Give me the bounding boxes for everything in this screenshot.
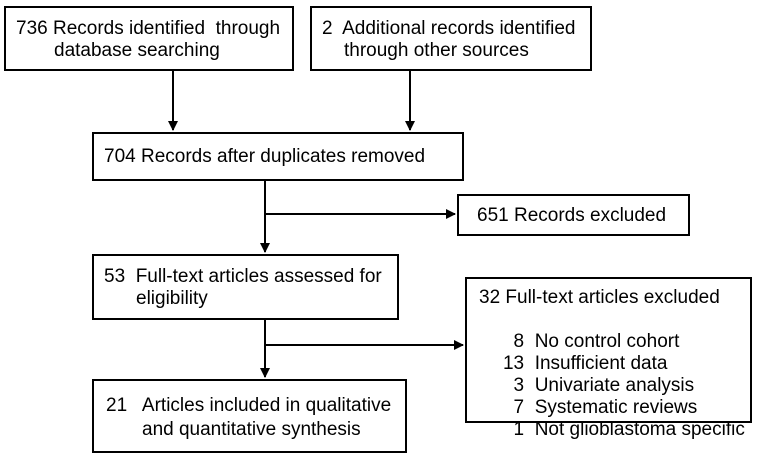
exclusion-reason: 1 Not glioblastoma specific	[481, 397, 745, 463]
exclusion-reason: 7 Systematic reviews	[481, 375, 698, 441]
identified-other-line2: through other sources	[344, 40, 529, 61]
records-excluded-text: 651 Records excluded	[477, 205, 667, 226]
identified-other-line1: 2 Additional records identified	[322, 18, 576, 39]
fulltext-assessed-line2: eligibility	[136, 288, 208, 309]
records-excluded-box: 651 Records excluded	[457, 194, 690, 236]
identified-db-line1: 736 Records identified through	[16, 18, 281, 39]
exclusion-count: 7	[513, 397, 525, 418]
exclusion-count: 8	[513, 331, 525, 352]
identified-db-box: 736 Records identified through database …	[4, 6, 294, 71]
exclusion-count: 1	[513, 419, 525, 440]
fulltext-assessed-line1: 53 Full-text articles assessed for	[104, 266, 382, 287]
included-box: 21 Articles included in qualitative and …	[92, 379, 407, 453]
included-line1: 21 Articles included in qualitative	[106, 395, 392, 416]
exclusion-reason: 8 No control cohort	[481, 309, 680, 375]
included-line2: and quantitative synthesis	[142, 419, 361, 440]
exclusion-count: 3	[513, 375, 525, 396]
after-duplicates-box: 704 Records after duplicates removed	[92, 132, 464, 181]
exclusion-label: No control cohort	[534, 331, 680, 352]
exclusion-label: Univariate analysis	[534, 375, 695, 396]
exclusion-label: Not glioblastoma specific	[534, 419, 745, 440]
exclusion-reason: 13 Insufficient data	[481, 331, 667, 397]
identified-other-box: 2 Additional records identified through …	[310, 6, 592, 71]
identified-db-line2: database searching	[54, 40, 220, 61]
fulltext-assessed-box: 53 Full-text articles assessed for eligi…	[92, 254, 399, 320]
exclusion-label: Systematic reviews	[534, 397, 698, 418]
exclusion-reason: 3 Univariate analysis	[481, 353, 695, 419]
exclusion-count: 13	[502, 353, 525, 374]
fulltext-excluded-box: 32 Full-text articles excluded 8 No cont…	[465, 277, 752, 440]
fulltext-excluded-title: 32 Full-text articles excluded	[479, 287, 720, 308]
exclusion-label: Insufficient data	[534, 353, 668, 374]
after-duplicates-text: 704 Records after duplicates removed	[104, 146, 426, 167]
